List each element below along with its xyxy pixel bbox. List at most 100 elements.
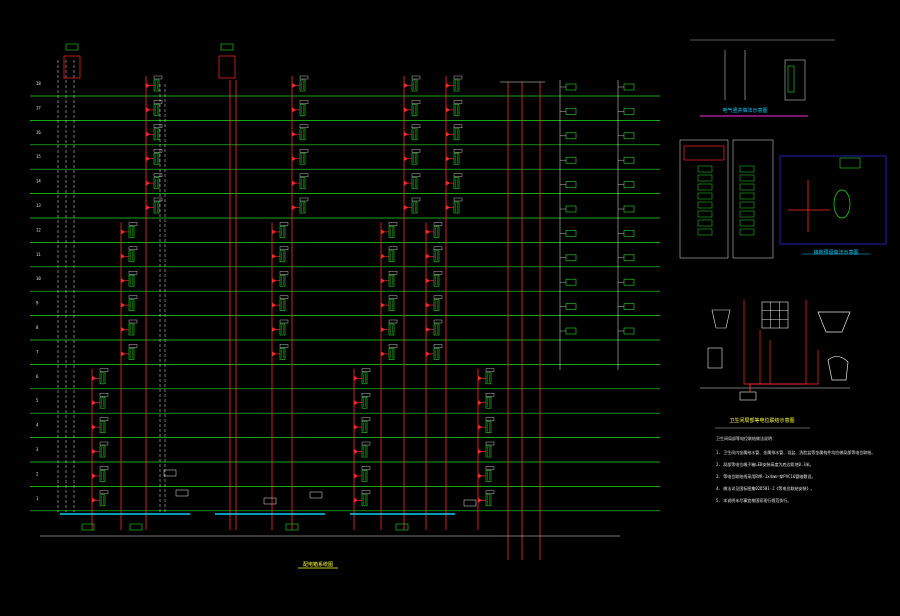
- roof-panel: [218, 55, 236, 79]
- panel-tag: [433, 295, 443, 299]
- panel-tag: [388, 271, 398, 275]
- diagram-title: 配电箱系统图: [303, 561, 333, 568]
- panel-tag: [361, 368, 371, 372]
- panel-tag: [299, 148, 309, 153]
- panel-tag: [153, 124, 163, 129]
- leb-box: [739, 391, 757, 401]
- terminal: [697, 165, 713, 173]
- panel-tag: [99, 368, 109, 372]
- panel-tag: [299, 124, 309, 129]
- equipment-box: [463, 499, 477, 507]
- floor-label: 10: [36, 276, 41, 281]
- panel-tag: [388, 222, 398, 226]
- panel-tag: [153, 75, 163, 80]
- panel-tag: [153, 148, 163, 153]
- panel-tag: [453, 173, 463, 177]
- panel-tag: [299, 100, 309, 104]
- floor-label: 2: [36, 471, 39, 476]
- terminal: [739, 219, 755, 227]
- panel-tag: [411, 124, 421, 129]
- terminal: [739, 183, 755, 191]
- floor-label: 11: [36, 252, 41, 257]
- floor-label: 16: [36, 130, 41, 135]
- main-switch: [285, 523, 299, 531]
- ground-detail-frame: [779, 155, 887, 245]
- panel-tag: [453, 100, 463, 104]
- elevation-frame: [732, 139, 774, 259]
- panel-tag: [411, 197, 421, 202]
- panel-tag: [153, 173, 163, 177]
- bottom-feeder-bus: [40, 469, 620, 537]
- panel-tag: [279, 271, 289, 275]
- panel-tag: [485, 417, 495, 421]
- panel-tag: [433, 246, 443, 251]
- panel-tag: [453, 148, 463, 153]
- floor-grid-lines: [30, 95, 660, 512]
- panel-tag: [153, 100, 163, 104]
- terminal: [697, 174, 713, 182]
- terminal: [739, 201, 755, 209]
- window-grid: [761, 301, 789, 329]
- equipment-box: [263, 497, 277, 505]
- panel-tag: [99, 490, 109, 494]
- panel-tag: [279, 319, 289, 324]
- toilet: [827, 356, 849, 381]
- ground-pit: [833, 189, 851, 219]
- panel-tag: [453, 75, 463, 80]
- radiator: [707, 347, 723, 369]
- mid-detail-title: 接地预留做法示意图: [813, 249, 858, 256]
- floor-label: 4: [36, 423, 39, 428]
- panel-tag: [128, 246, 138, 251]
- floor-label: 14: [36, 179, 41, 184]
- roof-panel: [63, 55, 81, 79]
- panel-tag: [411, 75, 421, 80]
- panel-tag: [433, 271, 443, 275]
- panel-tag: [411, 148, 421, 153]
- panel-tag: [128, 295, 138, 299]
- panel-tag: [433, 344, 443, 348]
- terminal: [739, 228, 755, 236]
- panel-tag: [299, 75, 309, 80]
- note-line-1: 1. 卫生间内金属给水管、金属排水管、浴盆、洗脸盆等金属构件均应做局部等电位联结…: [716, 449, 875, 455]
- panel-tag: [128, 271, 138, 275]
- roof-box: [220, 43, 234, 51]
- panel-tag: [388, 246, 398, 251]
- ground-label-box: [839, 157, 861, 169]
- equipment-box: [163, 469, 177, 477]
- floor-label: 9: [36, 301, 39, 306]
- floor-label: 13: [36, 203, 41, 208]
- panel-tag: [361, 490, 371, 494]
- panel-tag: [453, 124, 463, 129]
- terminal: [739, 165, 755, 173]
- terminal: [697, 228, 713, 236]
- panel-tag: [388, 295, 398, 299]
- detail-drawings: [679, 39, 887, 429]
- panel-tag: [361, 466, 371, 470]
- panel-tag: [485, 393, 495, 397]
- shaft-box: [784, 59, 806, 101]
- terminal: [739, 174, 755, 182]
- panel-tag: [128, 344, 138, 348]
- panel-tag: [128, 222, 138, 226]
- panel-tag: [279, 222, 289, 226]
- floor-label: 18: [36, 81, 41, 86]
- riser-feeders: [57, 60, 619, 560]
- floor-label: 3: [36, 447, 39, 452]
- shaft-panel: [787, 65, 795, 93]
- terminal: [697, 210, 713, 218]
- note-line-3: 3. 等电位联结线采用BVR-1x4mm²穿PVC16管暗敷设。: [716, 473, 815, 479]
- panel-tag: [411, 100, 421, 104]
- panel-tag: [279, 295, 289, 299]
- note-line-5: 5. 本说明未尽事宜按国家现行规范执行。: [716, 497, 791, 503]
- floor-label: 1: [36, 496, 39, 501]
- panel-tag: [99, 466, 109, 470]
- note-line-4: 4. 做法详见国标图集02D501-2《等电位联结安装》。: [716, 485, 815, 491]
- wash-basin: [817, 311, 851, 333]
- panel-tag: [153, 197, 163, 202]
- floor-label: 15: [36, 154, 41, 159]
- panel-tag: [99, 441, 109, 446]
- elevation-panel: [683, 145, 725, 161]
- shower-head: [711, 309, 731, 329]
